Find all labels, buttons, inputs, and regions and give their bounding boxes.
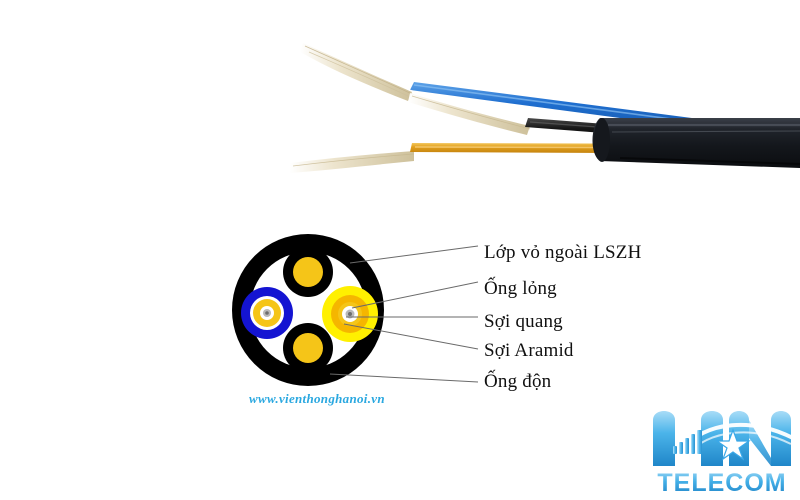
site-watermark: www.vienthonghanoi.vn xyxy=(249,391,385,406)
aramid-yarn-top xyxy=(299,39,417,101)
tube-top-black xyxy=(283,247,333,297)
cable-outer-jacket xyxy=(592,118,800,168)
logo-wordmark: TELECOM xyxy=(657,469,786,497)
logo-letter-h-left xyxy=(653,411,675,466)
label-filler-tube: Ống độn xyxy=(484,371,552,392)
logo-swoosh-arc xyxy=(679,422,794,452)
aramid-yarn-bottom xyxy=(287,147,417,173)
label-aramid-yarn: Sợi Aramid xyxy=(484,340,574,361)
leader-line-filler-tube xyxy=(329,373,479,383)
logo-letter-n-diagonal xyxy=(749,420,771,466)
leader-line-aramid-yarn xyxy=(343,323,479,350)
cable-cross-section-diagram xyxy=(225,228,395,398)
label-optical-fiber: Sợi quang xyxy=(484,311,563,332)
leader-line-outer-sheath xyxy=(349,245,479,264)
logo-signal-bars xyxy=(673,430,702,454)
aramid-fill-area xyxy=(250,252,366,368)
aramid-yarn-middle xyxy=(408,89,535,135)
callout-leader-lines xyxy=(0,220,800,420)
leader-line-loose-tube xyxy=(351,281,479,309)
tube-left-blue xyxy=(241,287,293,339)
fiber-optic-cable-photo xyxy=(0,0,800,210)
label-outer-sheath: Lớp vỏ ngoài LSZH xyxy=(484,242,642,263)
label-loose-tube: Ống lỏng xyxy=(484,278,557,299)
tube-bottom-black xyxy=(283,323,333,373)
hn-telecom-logo: TELECOM xyxy=(645,398,800,498)
logo-star-icon xyxy=(715,428,751,461)
